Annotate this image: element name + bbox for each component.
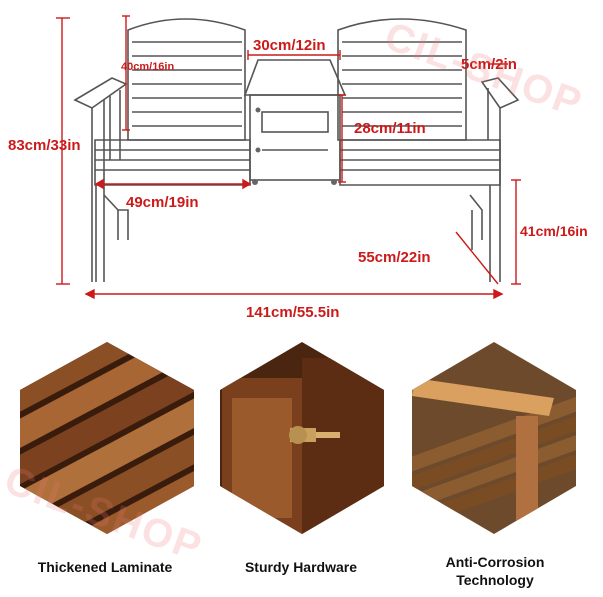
bench-diagram xyxy=(56,15,521,300)
depth-label: 55cm/22in xyxy=(358,249,431,266)
total-height-label: 83cm/33in xyxy=(8,137,81,154)
feature-label-anti-corrosion: Anti-Corrosion Technology xyxy=(445,554,545,588)
hardware-hex-photo xyxy=(220,342,384,534)
total-width-label: 141cm/55.5in xyxy=(246,304,340,321)
anti-corrosion-hex-photo xyxy=(412,342,576,534)
feature-label-sturdy-hardware: Sturdy Hardware xyxy=(244,559,358,575)
armrest-width-label: 5cm/2in xyxy=(461,56,517,73)
laminate-hex-photo xyxy=(20,342,194,534)
table-width-label: 30cm/12in xyxy=(253,37,326,54)
seat-height-label: 41cm/16in xyxy=(520,223,588,239)
table-height-label: 28cm/11in xyxy=(354,120,426,137)
seat-width-label: 49cm/19in xyxy=(126,194,199,211)
feature-label-thickened-laminate: Thickened Laminate xyxy=(37,559,173,575)
backrest-height-label: 40cm/16in xyxy=(121,61,175,73)
